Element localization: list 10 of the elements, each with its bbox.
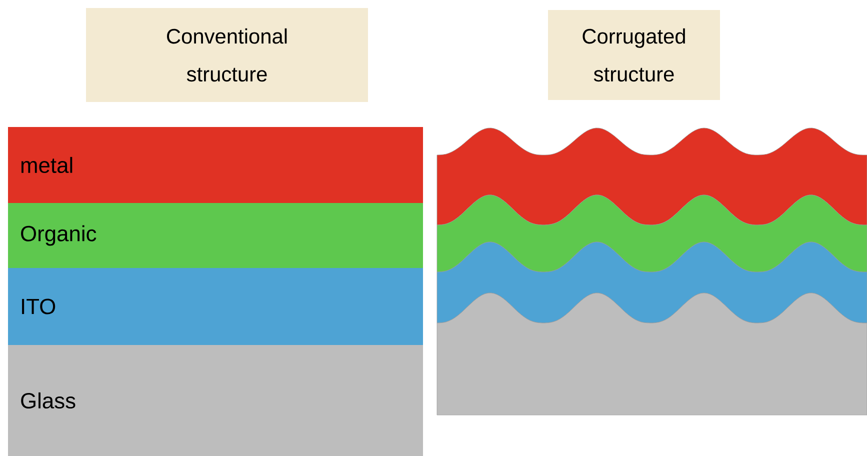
layer-band: metal — [8, 127, 423, 203]
wavy-layer — [436, 194, 867, 272]
layer-band: ITO — [8, 268, 423, 345]
wavy-layer — [436, 292, 867, 416]
wavy-layer — [436, 128, 867, 226]
title-box: Conventional structure — [86, 8, 368, 102]
wavy-layer — [436, 242, 867, 324]
layer-band: Glass — [8, 345, 423, 456]
title-box: Corrugated structure — [548, 10, 720, 100]
layer-band: Organic — [8, 203, 423, 268]
